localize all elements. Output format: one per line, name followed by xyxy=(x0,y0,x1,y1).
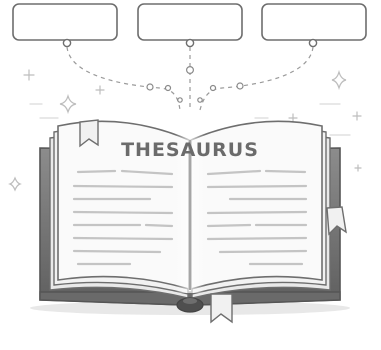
connector-mid-node xyxy=(237,83,243,89)
sparkle-icon xyxy=(332,72,346,88)
sparkle-icon xyxy=(60,96,76,112)
connector-mid-node xyxy=(147,84,153,90)
connector-mid-node xyxy=(178,98,182,102)
bookmark-ribbon-icon xyxy=(211,294,232,322)
label-box-center xyxy=(138,4,242,40)
connector-node-center xyxy=(186,39,193,46)
sparkle-icon xyxy=(10,178,20,190)
spine-base-highlight xyxy=(183,298,197,304)
connector-left xyxy=(67,47,180,110)
connector-mid-node xyxy=(187,67,194,74)
sparkle-icon xyxy=(24,70,34,80)
connector-node-left xyxy=(63,39,70,46)
connector-mid-node xyxy=(198,98,202,102)
book-icon: THESAURUS xyxy=(30,118,350,322)
sparkle-icon xyxy=(289,114,297,122)
connector-right xyxy=(200,47,313,110)
book-title: THESAURUS xyxy=(121,139,259,161)
label-box-right xyxy=(262,4,366,40)
connector-midpoints xyxy=(147,67,243,103)
sparkle-icon xyxy=(353,112,361,120)
connector-mid-node xyxy=(211,86,216,91)
connector-mid-node xyxy=(166,86,171,91)
label-box-left xyxy=(13,4,117,40)
sparkle-icon xyxy=(355,165,361,171)
sparkle-icon xyxy=(96,86,104,94)
dashed-connectors xyxy=(67,47,313,110)
connector-node-right xyxy=(309,39,316,46)
